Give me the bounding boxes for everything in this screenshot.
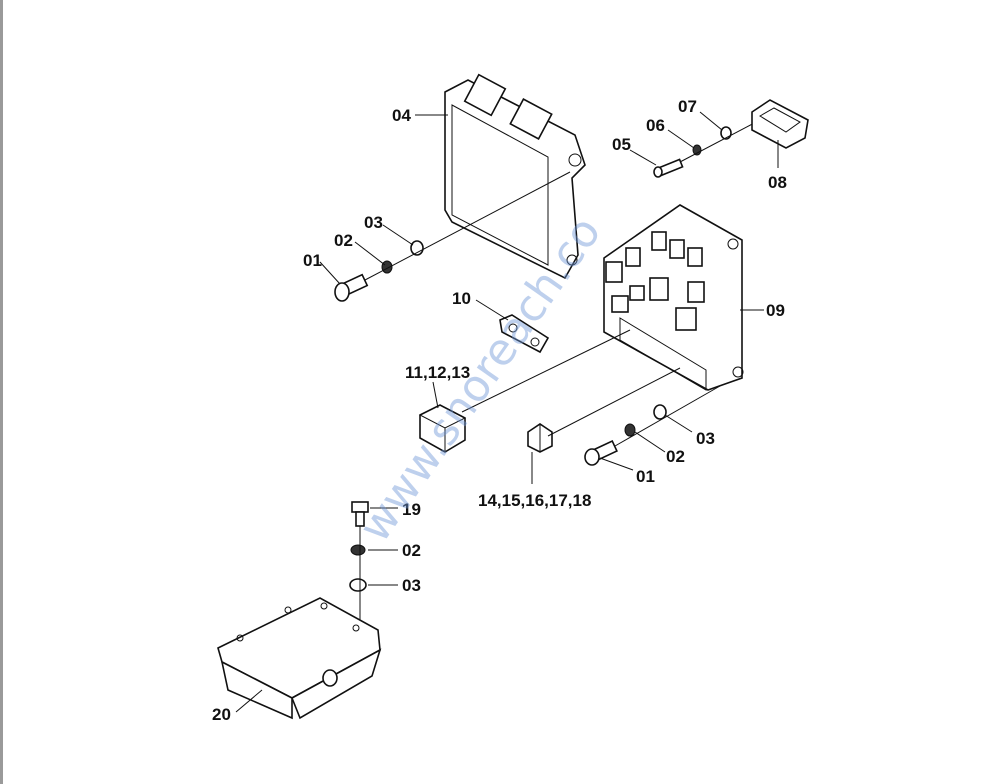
callout-02-upper: 02: [334, 231, 353, 250]
lock-washer-02-bottom: [350, 544, 366, 556]
callout-03-bottom: 03: [402, 576, 421, 595]
relay-fuse-box-09: [603, 204, 744, 391]
screw-05: [653, 158, 684, 178]
callout-14-18: 14,15,16,17,18: [478, 491, 591, 510]
callout-06: 06: [646, 116, 665, 135]
callout-05: 05: [612, 135, 631, 154]
left-border: [0, 0, 3, 784]
callout-19: 19: [402, 500, 421, 519]
callout-11-12-13: 11,12,13: [405, 363, 470, 382]
callout-01-lower: 01: [636, 467, 655, 486]
callout-07: 07: [678, 97, 697, 116]
flat-washer-07: [720, 126, 732, 140]
callout-09: 09: [766, 301, 785, 320]
flat-washer-03-bottom: [349, 578, 367, 592]
fuse-10: [499, 314, 550, 354]
control-box-20: [217, 597, 382, 720]
fuse-14-18: [527, 423, 553, 453]
callout-04: 04: [392, 106, 411, 125]
callout-01-upper: 01: [303, 251, 322, 270]
lock-washer-02-lower: [624, 423, 636, 437]
callout-08: 08: [768, 173, 787, 192]
flat-washer-03-lower: [653, 404, 667, 420]
callout-02-bottom: 02: [402, 541, 421, 560]
bolt-01-lower: [584, 440, 618, 466]
callout-20: 20: [212, 705, 231, 724]
relay-11-12-13: [418, 404, 467, 453]
callout-03-lower: 03: [696, 429, 715, 448]
callout-10: 10: [452, 289, 471, 308]
connector-08: [751, 99, 809, 149]
ecu-module-04: [444, 73, 586, 280]
callout-03-upper: 03: [364, 213, 383, 232]
bolt-01-upper: [334, 273, 369, 302]
callout-02-lower: 02: [666, 447, 685, 466]
leader-lines: [235, 111, 779, 713]
bolt-19: [351, 501, 369, 527]
